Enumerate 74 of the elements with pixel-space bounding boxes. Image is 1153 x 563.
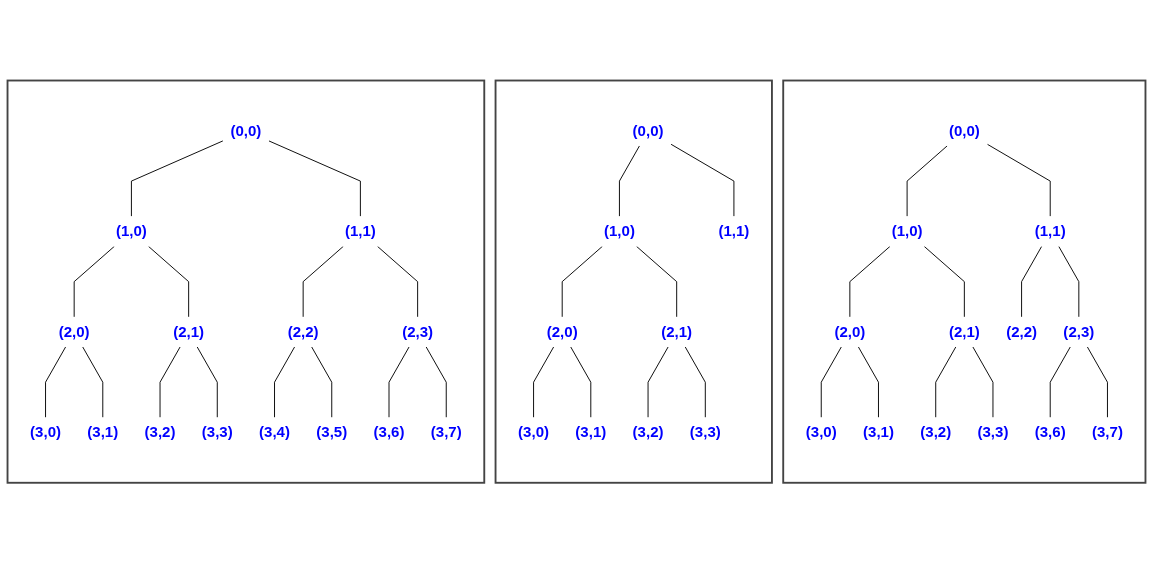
node-text: (2,2) (1006, 323, 1038, 340)
node-text: (0,0) (948, 122, 980, 139)
node-text: (3,6) (1034, 423, 1066, 440)
node-text: (2,0) (546, 323, 578, 340)
node-text: (1,1) (718, 222, 750, 239)
connector (935, 346, 957, 418)
node-text: (2,1) (173, 323, 205, 340)
connector (670, 143, 735, 217)
node-text: (1,1) (1034, 222, 1066, 239)
node-text: (1,0) (115, 222, 147, 239)
node-text: (1,1) (344, 222, 376, 239)
cluster (6, 79, 486, 484)
node-text: (0,0) (632, 122, 664, 139)
cluster (782, 79, 1147, 484)
connector (311, 346, 333, 418)
node-text: (2,2) (287, 323, 319, 340)
connector (73, 245, 115, 318)
node-text: (3,2) (144, 423, 176, 440)
connector (618, 145, 640, 217)
connector (533, 346, 555, 418)
cluster (494, 79, 773, 484)
node-text: (3,4) (259, 423, 290, 440)
connector (972, 346, 994, 418)
node-text: (3,1) (863, 423, 894, 440)
node-text: (1,0) (603, 222, 635, 239)
connector (268, 140, 361, 217)
connector (274, 346, 296, 418)
connector (82, 346, 104, 418)
connector (636, 245, 678, 318)
connector (570, 346, 592, 418)
node-text: (2,0) (58, 323, 90, 340)
connector (561, 245, 603, 318)
connector (1086, 346, 1108, 418)
node-text: (3,3) (977, 423, 1009, 440)
node-text: (3,1) (575, 423, 607, 440)
connector (849, 245, 891, 318)
connector (684, 346, 706, 418)
connector (906, 145, 948, 217)
node-text: (2,3) (402, 323, 434, 340)
node-text: (3,7) (430, 423, 462, 440)
connector (377, 245, 419, 318)
connector (196, 346, 218, 418)
node-text: (3,2) (920, 423, 952, 440)
node-text: (3,3) (201, 423, 233, 440)
node-text: (3,6) (373, 423, 405, 440)
node-text: (3,1) (87, 423, 119, 440)
connector (148, 245, 190, 318)
connector (986, 143, 1051, 217)
connector (45, 346, 67, 418)
node-text: (3,0) (518, 423, 550, 440)
connector (1021, 245, 1043, 318)
connector (820, 346, 842, 418)
node-text: (3,7) (1091, 423, 1123, 440)
node-text: (1,0) (891, 222, 923, 239)
connector (647, 346, 669, 418)
node-text: (0,0) (230, 122, 262, 139)
node-text: (3,2) (632, 423, 664, 440)
node-text: (3,0) (30, 423, 62, 440)
node-text: (3,3) (689, 423, 721, 440)
connector (159, 346, 181, 418)
node-text: (2,3) (1063, 323, 1095, 340)
node-text: (2,0) (834, 323, 866, 340)
connector (1049, 346, 1071, 418)
connector (1058, 245, 1080, 318)
connector (388, 346, 410, 418)
connector (857, 346, 879, 418)
node-text: (2,1) (948, 323, 980, 340)
connector (302, 245, 344, 318)
connector (130, 140, 224, 217)
node-text: (3,5) (316, 423, 348, 440)
node-text: (2,1) (661, 323, 693, 340)
connector (923, 245, 965, 318)
connector (425, 346, 447, 418)
node-text: (3,0) (805, 423, 837, 440)
